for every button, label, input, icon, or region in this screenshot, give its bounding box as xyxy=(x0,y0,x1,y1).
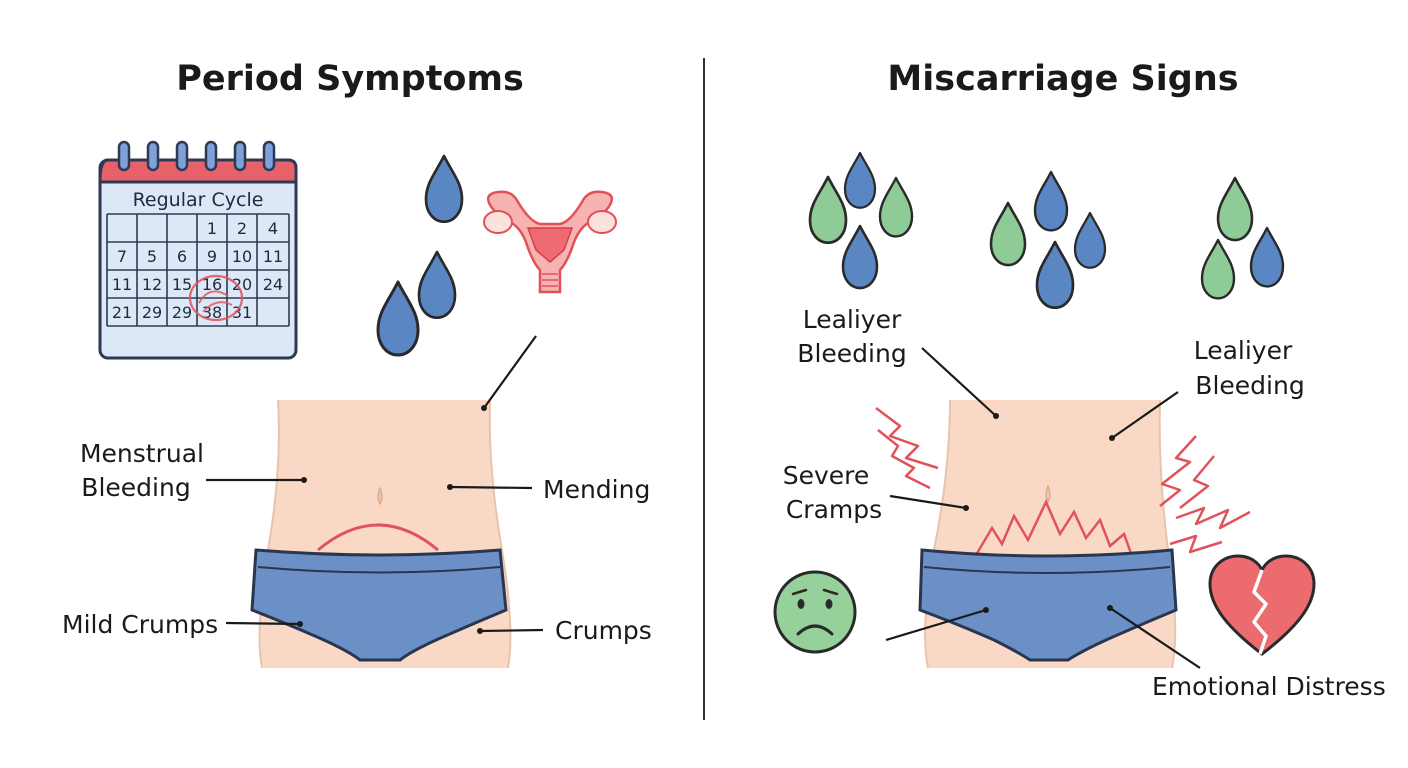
heavier-bleeding-left-label: Lealiyer Bleeding xyxy=(797,305,906,368)
left-torso xyxy=(250,399,512,669)
calendar-day: 7 xyxy=(117,247,127,266)
broken-heart-icon xyxy=(1208,554,1316,656)
pain-zigzag-icon xyxy=(875,407,1251,554)
left-title: Period Symptoms xyxy=(176,59,524,99)
svg-text:Bleeding: Bleeding xyxy=(81,473,190,502)
svg-text:Lealiyer: Lealiyer xyxy=(803,305,902,334)
sad-face-icon xyxy=(773,570,857,654)
calendar-day: 29 xyxy=(172,303,192,322)
calendar-day: 24 xyxy=(263,275,283,294)
mild-crumps-label: Mild Crumps xyxy=(62,610,218,639)
svg-text:Severe: Severe xyxy=(783,461,870,490)
calendar-day: 10 xyxy=(232,247,252,266)
calendar-title: Regular Cycle xyxy=(133,189,264,211)
uterus-icon xyxy=(483,190,617,294)
svg-text:Bleeding: Bleeding xyxy=(797,339,906,368)
heavier-bleeding-right-label: Lealiyer Bleeding xyxy=(1194,336,1305,400)
left-underwear xyxy=(250,548,508,662)
svg-text:Menstrual: Menstrual xyxy=(80,439,204,468)
svg-text:Cramps: Cramps xyxy=(786,495,882,524)
calendar-day: 11 xyxy=(112,275,132,294)
calendar-day: 9 xyxy=(207,247,217,266)
blood-drop-icon xyxy=(376,154,464,357)
calendar-day: 20 xyxy=(232,275,252,294)
emotional-distress-label: Emotional Distress xyxy=(1152,672,1386,701)
right-underwear xyxy=(918,548,1178,662)
svg-text:Lealiyer: Lealiyer xyxy=(1194,336,1293,365)
calendar-day: 11 xyxy=(263,247,283,266)
calendar-day: 12 xyxy=(142,275,162,294)
svg-text:Bleeding: Bleeding xyxy=(1195,371,1304,400)
right-torso xyxy=(918,399,1178,669)
mending-label: Mending xyxy=(543,475,650,504)
calendar-day: 31 xyxy=(232,303,252,322)
calendar-day: 21 xyxy=(112,303,132,322)
pain-zigzag-icon xyxy=(974,498,1134,557)
crumps-label: Crumps xyxy=(555,616,652,645)
calendar-day: 16 xyxy=(202,275,222,294)
severe-cramps-label: Severe Cramps xyxy=(783,461,882,524)
calendar-day: 4 xyxy=(268,219,278,238)
calendar-day: 15 xyxy=(172,275,192,294)
uterus-leader-line xyxy=(483,335,537,409)
calendar-day: 6 xyxy=(177,247,187,266)
calendar-day: 29 xyxy=(142,303,162,322)
right-title: Miscarriage Signs xyxy=(887,59,1238,99)
calendar-day: 1 xyxy=(207,219,217,238)
blood-drop-icon xyxy=(808,151,1285,310)
menstrual-bleeding-label: Menstrual Bleeding xyxy=(80,439,204,502)
calendar-day: 2 xyxy=(237,219,247,238)
calendar-day: 5 xyxy=(147,247,157,266)
